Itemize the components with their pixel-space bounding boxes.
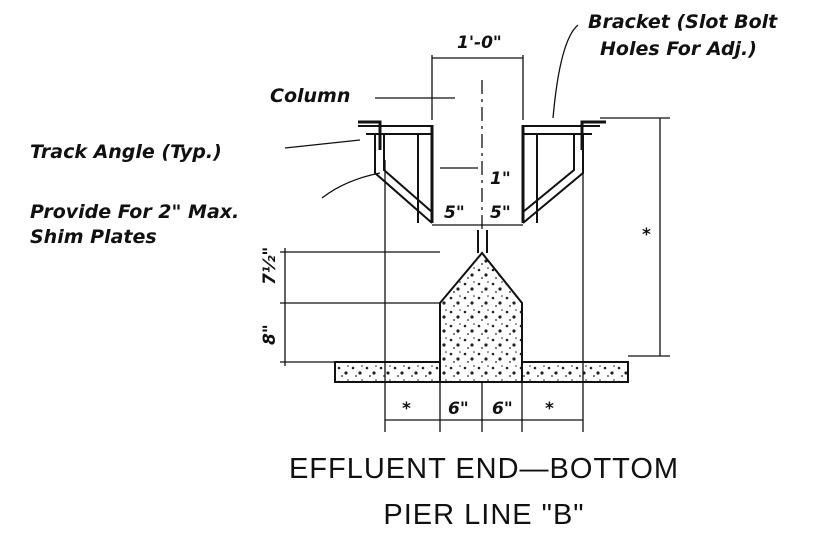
label-bracket-line1: Bracket (Slot Bolt [588, 11, 778, 33]
leader-lines [284, 24, 579, 199]
dim-height-lower: 8" [260, 324, 280, 345]
dim-right-half: 5" [490, 203, 511, 223]
title-line2: PIER LINE "B" [383, 499, 584, 531]
label-shim-line1: Provide For 2" Max. [30, 201, 239, 223]
dim-bottom-inner-left: 6" [448, 399, 469, 419]
label-column: Column [270, 85, 350, 107]
column [430, 80, 525, 230]
dim-bottom-inner-right: 6" [492, 399, 513, 419]
label-bracket-line2: Holes For Adj.) [600, 38, 757, 60]
dimension-bottom: * 6" 6" * [384, 160, 584, 432]
label-track-angle: Track Angle (Typ.) [30, 141, 222, 163]
bracket-left [358, 125, 433, 224]
title-line1: EFFLUENT END—BOTTOM [289, 453, 679, 485]
dim-bottom-outer-left: * [402, 399, 411, 419]
bracket-right [522, 125, 600, 224]
dimension-bracket-halves: 5" 5" 1" [432, 167, 523, 226]
track-angle-left [358, 120, 382, 150]
dim-column-width: 1'-0" [457, 33, 502, 53]
dim-left-half: 5" [444, 203, 465, 223]
track-angle-right [580, 120, 606, 150]
concrete-pier [334, 230, 629, 383]
label-shim-line2: Shim Plates [30, 226, 157, 248]
dimension-right-height: * [600, 117, 670, 357]
dim-bottom-outer-right: * [545, 399, 554, 419]
dim-gap: 1" [490, 169, 511, 189]
dimension-column-width: 1'-0" [431, 33, 524, 120]
dim-height-upper: 7½" [260, 247, 280, 285]
dim-height-right: * [642, 225, 651, 245]
dimension-left-heights: 7½" 8" [260, 247, 440, 366]
